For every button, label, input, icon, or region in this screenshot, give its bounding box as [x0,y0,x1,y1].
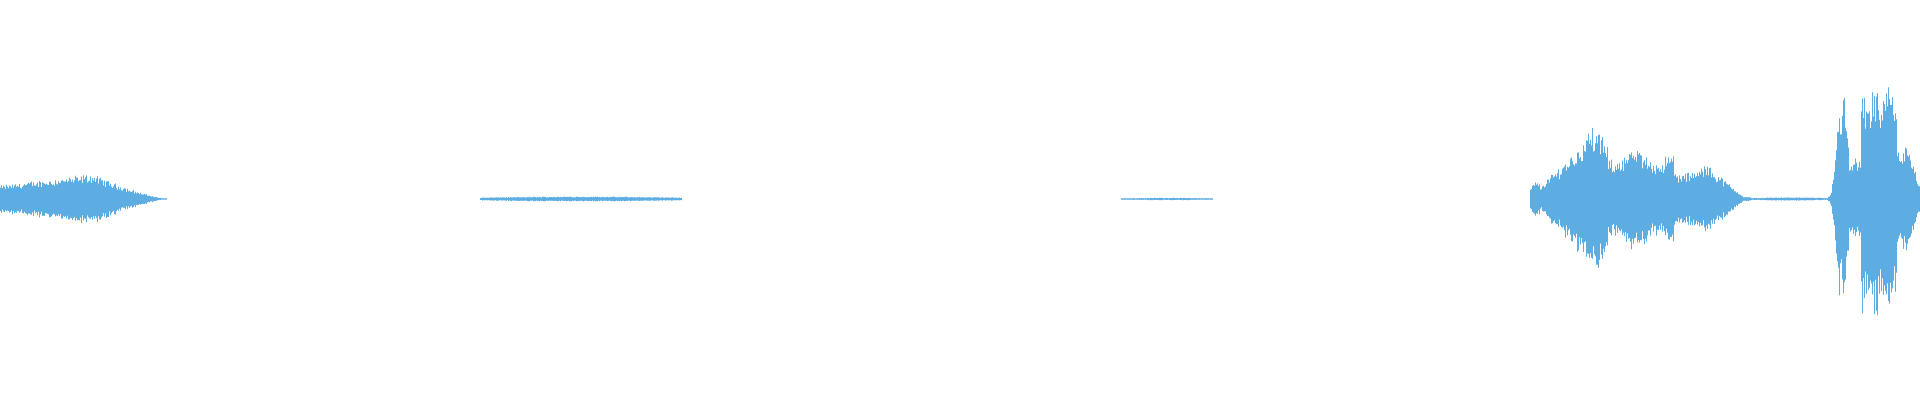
waveform-path [1530,127,1751,268]
waveform-path [0,175,167,224]
waveform-path [1751,197,1828,201]
waveform-segment-1 [0,175,167,224]
waveform-segment-4 [1530,127,1751,268]
waveform-segment-3 [1121,197,1213,201]
waveform-segment-2 [480,196,682,202]
waveform-path [480,196,682,202]
waveform-bars [0,87,1920,316]
waveform-segment-6 [1828,87,1920,316]
waveform-path [1121,197,1213,201]
waveform-path [1828,87,1920,316]
waveform-segment-5 [1751,197,1828,201]
